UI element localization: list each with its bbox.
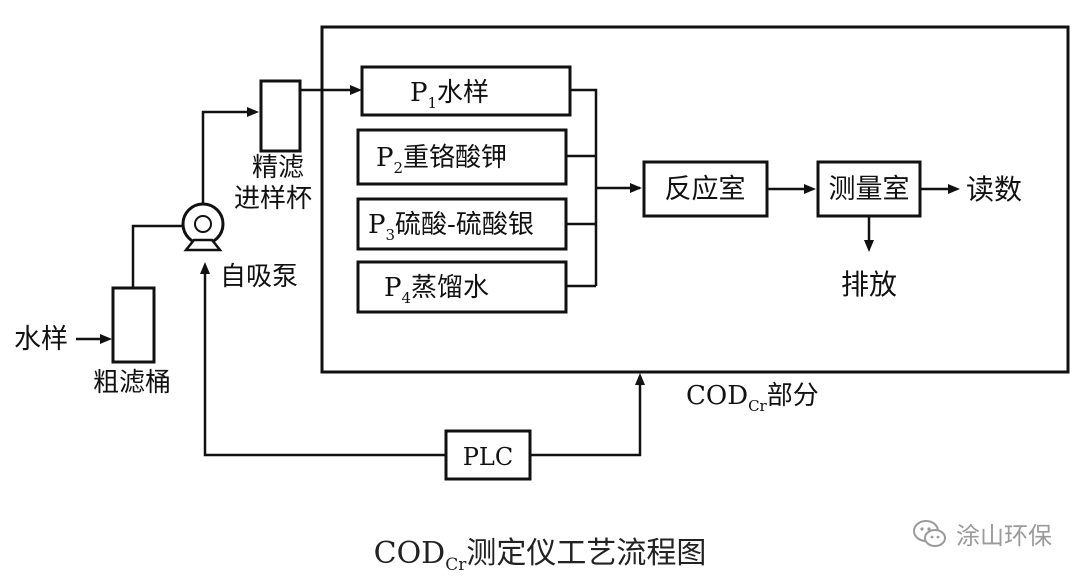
coarse-filter-label: 粗滤桶 bbox=[93, 368, 171, 398]
fine-filter-label: 精滤 bbox=[252, 153, 304, 183]
svg-text:P2重铬酸钾: P2重铬酸钾 bbox=[376, 143, 507, 177]
sampling-cup-label: 进样杯 bbox=[234, 184, 312, 214]
pump-to-cup-line bbox=[201, 107, 259, 204]
cod-part-frame bbox=[320, 25, 1070, 374]
fine-filter-cup bbox=[259, 79, 302, 153]
pump-label: 自吸泵 bbox=[220, 262, 298, 292]
p1-box: P1水样 bbox=[360, 65, 572, 117]
cod-part-label: CODCr部分 bbox=[686, 381, 819, 415]
water-sample-arrow bbox=[76, 334, 112, 344]
measure-to-discharge-arrow bbox=[864, 216, 874, 252]
barrel-to-pump-line bbox=[131, 224, 182, 288]
measure-to-reading-arrow bbox=[920, 184, 960, 194]
reaction-to-measure-arrow bbox=[767, 184, 816, 194]
p3-box: P3硫酸-硫酸银 bbox=[356, 197, 568, 251]
svg-text:反应室: 反应室 bbox=[665, 174, 746, 205]
svg-text:P3硫酸-硫酸银: P3硫酸-硫酸银 bbox=[368, 210, 534, 244]
watermark: 涂山环保 bbox=[912, 516, 1052, 551]
svg-text:P4蒸馏水: P4蒸馏水 bbox=[384, 273, 489, 307]
svg-text:PLC: PLC bbox=[463, 443, 513, 471]
plc-to-pump-line bbox=[200, 262, 446, 457]
p2-box: P2重铬酸钾 bbox=[356, 128, 568, 186]
figure-caption: CODCr测定仪工艺流程图 bbox=[373, 536, 707, 575]
measurement-room-box: 测量室 bbox=[816, 160, 922, 218]
p-collector-lines bbox=[566, 88, 642, 288]
self-priming-pump-icon bbox=[181, 202, 225, 252]
svg-text:P1水样: P1水样 bbox=[410, 78, 489, 112]
discharge-label: 排放 bbox=[841, 268, 897, 301]
reading-label: 读数 bbox=[966, 173, 1022, 206]
wechat-icon bbox=[913, 519, 946, 547]
watermark-text: 涂山环保 bbox=[956, 522, 1052, 550]
water-sample-label: 水样 bbox=[14, 324, 68, 355]
svg-text:测量室: 测量室 bbox=[829, 174, 910, 205]
coarse-filter-barrel bbox=[111, 286, 156, 364]
plc-to-cod-line bbox=[530, 373, 645, 457]
p4-box: P4蒸馏水 bbox=[356, 260, 568, 314]
cup-to-p1-arrow bbox=[300, 85, 362, 95]
plc-box: PLC bbox=[444, 429, 532, 481]
reaction-room-box: 反应室 bbox=[642, 160, 769, 218]
